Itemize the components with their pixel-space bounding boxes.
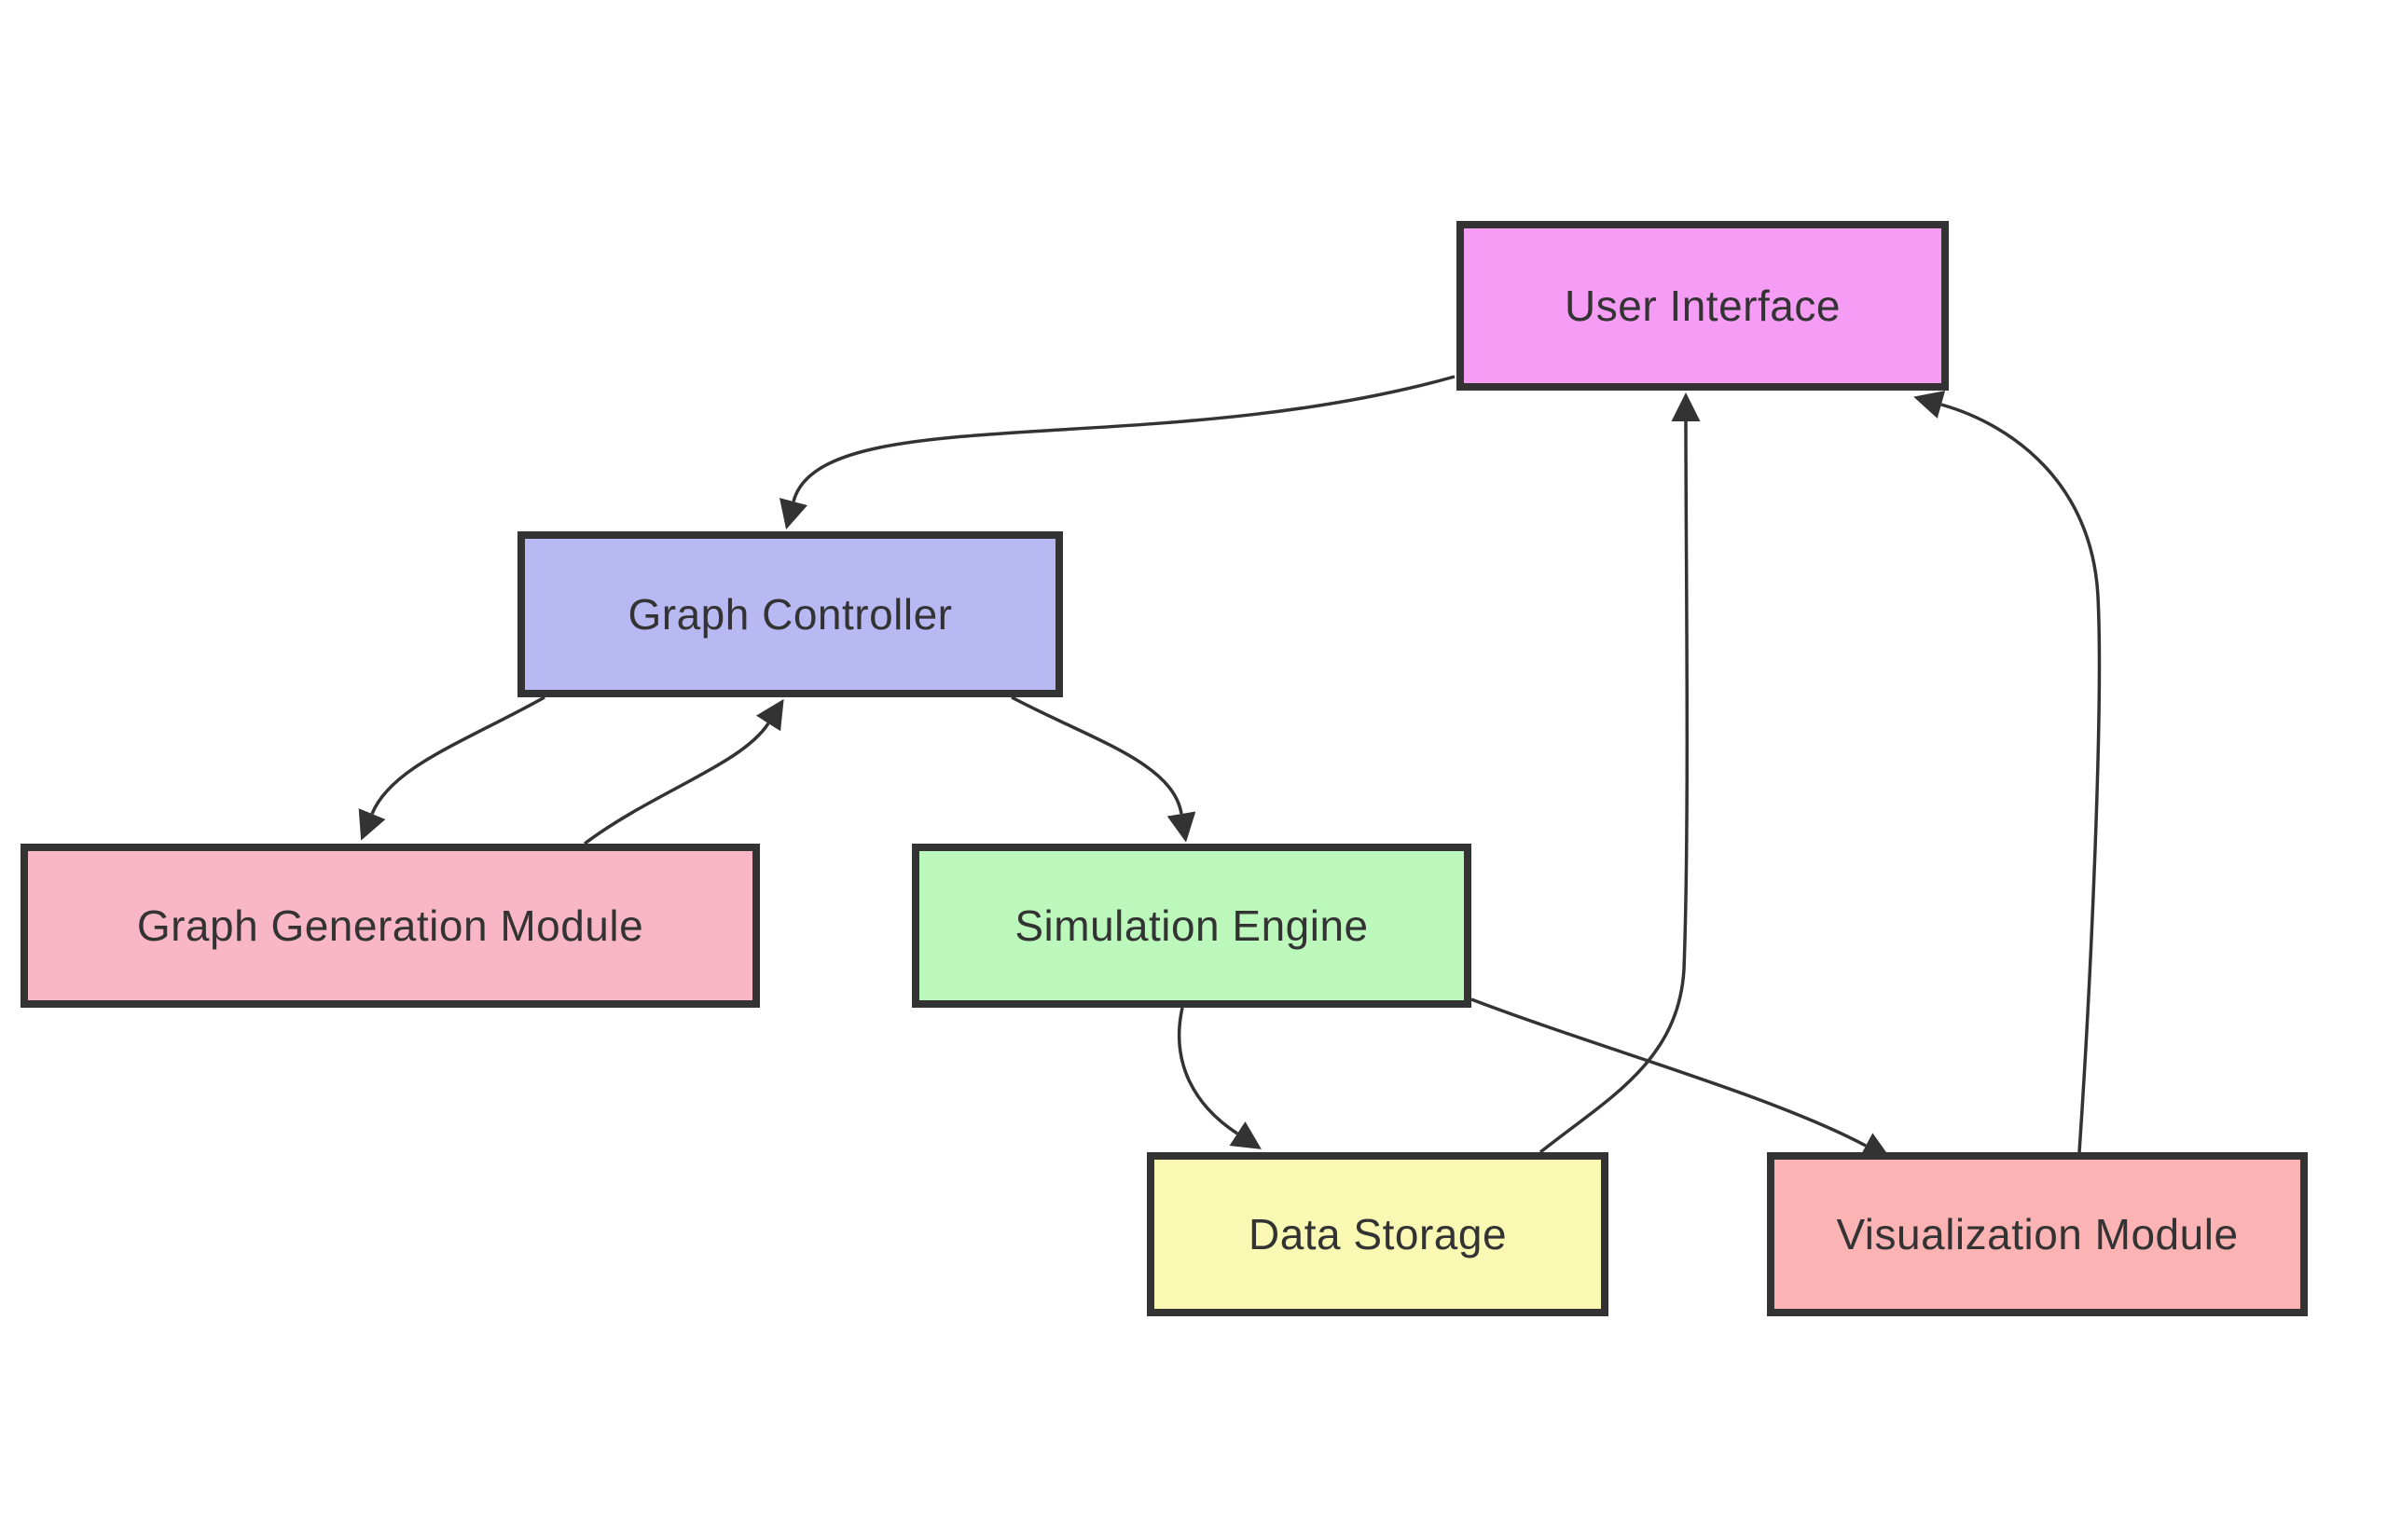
node-graph-controller: Graph Controller [517,531,1063,697]
node-simulation-engine-label: Simulation Engine [1014,901,1369,950]
node-simulation-engine: Simulation Engine [912,844,1471,1008]
edge-graph-controller-to-graph-generation-module [358,695,545,841]
edge-graph-controller-to-simulation-engine [1011,695,1196,843]
edge-visualization-module-to-user-interface [1913,391,2102,1153]
node-graph-generation-module-label: Graph Generation Module [136,901,644,950]
edge-simulation-engine-to-visualization-module [1470,997,1892,1160]
edge-graph-generation-module-to-graph-controller [583,698,784,846]
edge-user-interface-to-graph-controller [780,375,1456,529]
node-data-storage: Data Storage [1147,1152,1608,1316]
node-user-interface: User Interface [1456,221,1949,391]
node-user-interface-label: User Interface [1565,282,1841,330]
edge-simulation-engine-to-data-storage [1177,1007,1262,1149]
node-graph-generation-module: Graph Generation Module [21,844,760,1008]
node-visualization-module-label: Visualization Module [1836,1210,2239,1258]
node-data-storage-label: Data Storage [1248,1210,1508,1258]
node-graph-controller-label: Graph Controller [628,590,953,639]
node-visualization-module: Visualization Module [1767,1152,2308,1316]
edge-data-storage-to-user-interface [1538,392,1701,1154]
